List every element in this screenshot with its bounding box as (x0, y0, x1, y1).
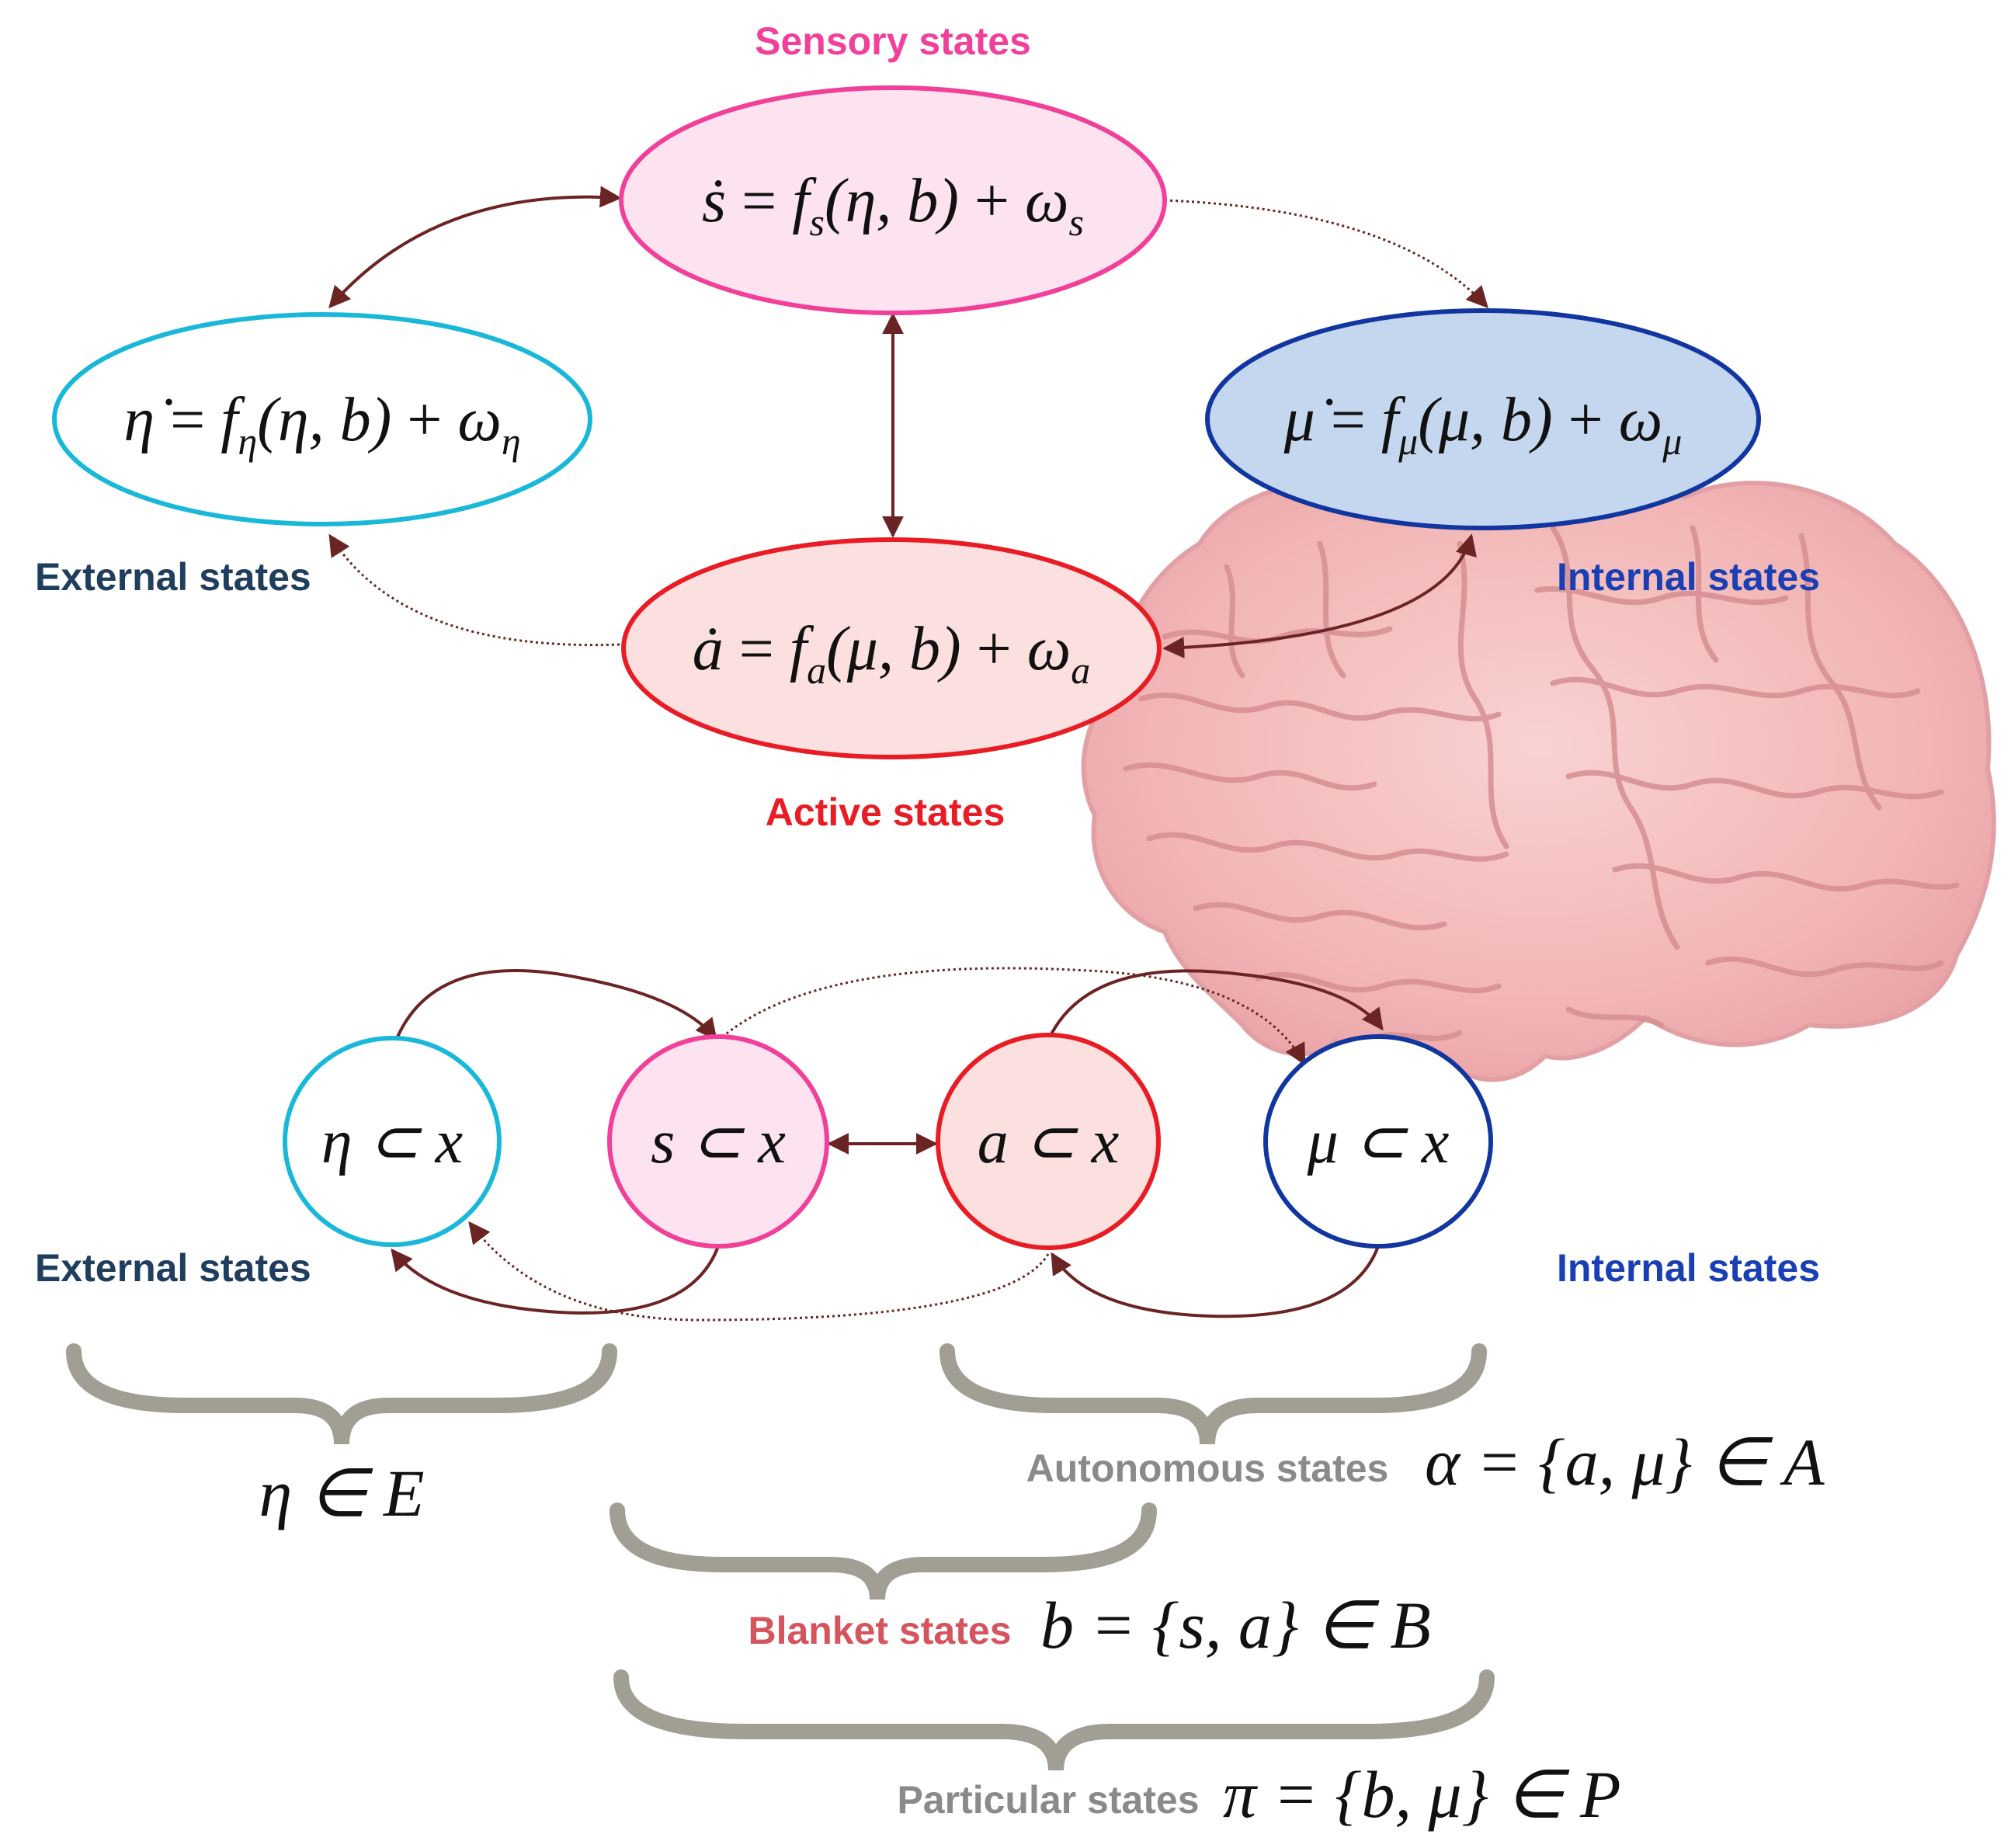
bottom-arrows (391, 967, 1384, 1322)
label-internal-states-bottom: Internal states (1557, 1246, 1820, 1290)
svg-text:s ⊂ x: s ⊂ x (651, 1108, 786, 1176)
internal-circle: μ ⊂ x (1263, 1034, 1493, 1249)
braces (66, 1343, 1495, 1771)
arrow-active-to-external-dotted (468, 1221, 1050, 1322)
arrow-internal-active (1162, 533, 1477, 658)
arrow-external-to-sensory (394, 969, 717, 1041)
math-external-set: η ∈ E (259, 1456, 424, 1530)
sensory-circle: s ⊂ x (607, 1034, 829, 1249)
math-blanket-set: b = {s, a} ∈ B (1040, 1588, 1431, 1662)
svg-text:η ⊂ x: η ⊂ x (321, 1108, 463, 1176)
arrow-sensory-to-external (391, 1245, 720, 1315)
label-sensory-states: Sensory states (755, 19, 1031, 63)
svg-text:μ ⊂ x: μ ⊂ x (1307, 1108, 1450, 1176)
brace-blanket (610, 1502, 1157, 1600)
arrow-internal-to-active (1051, 1245, 1380, 1318)
brain-illustration (1081, 471, 1996, 1082)
sensory-ellipse: ṡ = fs(η, b) + ωs (619, 85, 1167, 315)
label-internal-states-top: Internal states (1557, 555, 1820, 599)
sensory-eq-lhs: ṡ (702, 167, 726, 235)
brace-autonomous (940, 1343, 1487, 1445)
label-external-states-bottom: External states (35, 1246, 311, 1290)
arrow-active-to-internal (1047, 969, 1384, 1041)
brace-external (66, 1343, 617, 1445)
arrow-sensory-internal-dotted (1164, 199, 1488, 309)
active-ellipse: ȧ = fa(μ, b) + ωa (621, 537, 1162, 759)
svg-text:ṡ = fs(η, b) + ωs: ṡ = fs(η, b) + ωs (702, 167, 1084, 244)
top-arrows (328, 186, 1488, 658)
label-blanket-states: Blanket states (748, 1609, 1011, 1652)
arrow-active-external-dotted (328, 533, 620, 647)
internal-ellipse: μ̇ = fμ(μ, b) + ωμ (1205, 308, 1761, 530)
brace-particular (613, 1669, 1495, 1771)
active-circle: a ⊂ x (936, 1033, 1161, 1250)
svg-text:ȧ = fa(μ, b) + ωa: ȧ = fa(μ, b) + ωa (693, 615, 1090, 692)
external-ellipse: η̇ = fη(η, b) + ωη (52, 312, 592, 526)
external-circle: η ⊂ x (283, 1036, 502, 1247)
math-autonomous-set: α = {a, μ} ∈ A (1425, 1425, 1825, 1499)
label-external-states-top: External states (35, 555, 311, 599)
svg-text:η̇ = fη(η, b) + ωη: η̇ = fη(η, b) + ωη (123, 386, 520, 463)
svg-text:a ⊂ x: a ⊂ x (978, 1108, 1120, 1176)
arrow-sensory-to-internal-dotted (717, 967, 1306, 1066)
label-autonomous-states: Autonomous states (1026, 1447, 1389, 1490)
math-particular-set: π = {b, μ} ∈ P (1223, 1757, 1621, 1832)
svg-text:μ̇ = fμ(μ, b) + ωμ: μ̇ = fμ(μ, b) + ωμ (1283, 386, 1683, 463)
arrow-external-sensory (328, 186, 622, 309)
label-active-states: Active states (766, 790, 1006, 834)
label-particular-states: Particular states (897, 1778, 1199, 1822)
